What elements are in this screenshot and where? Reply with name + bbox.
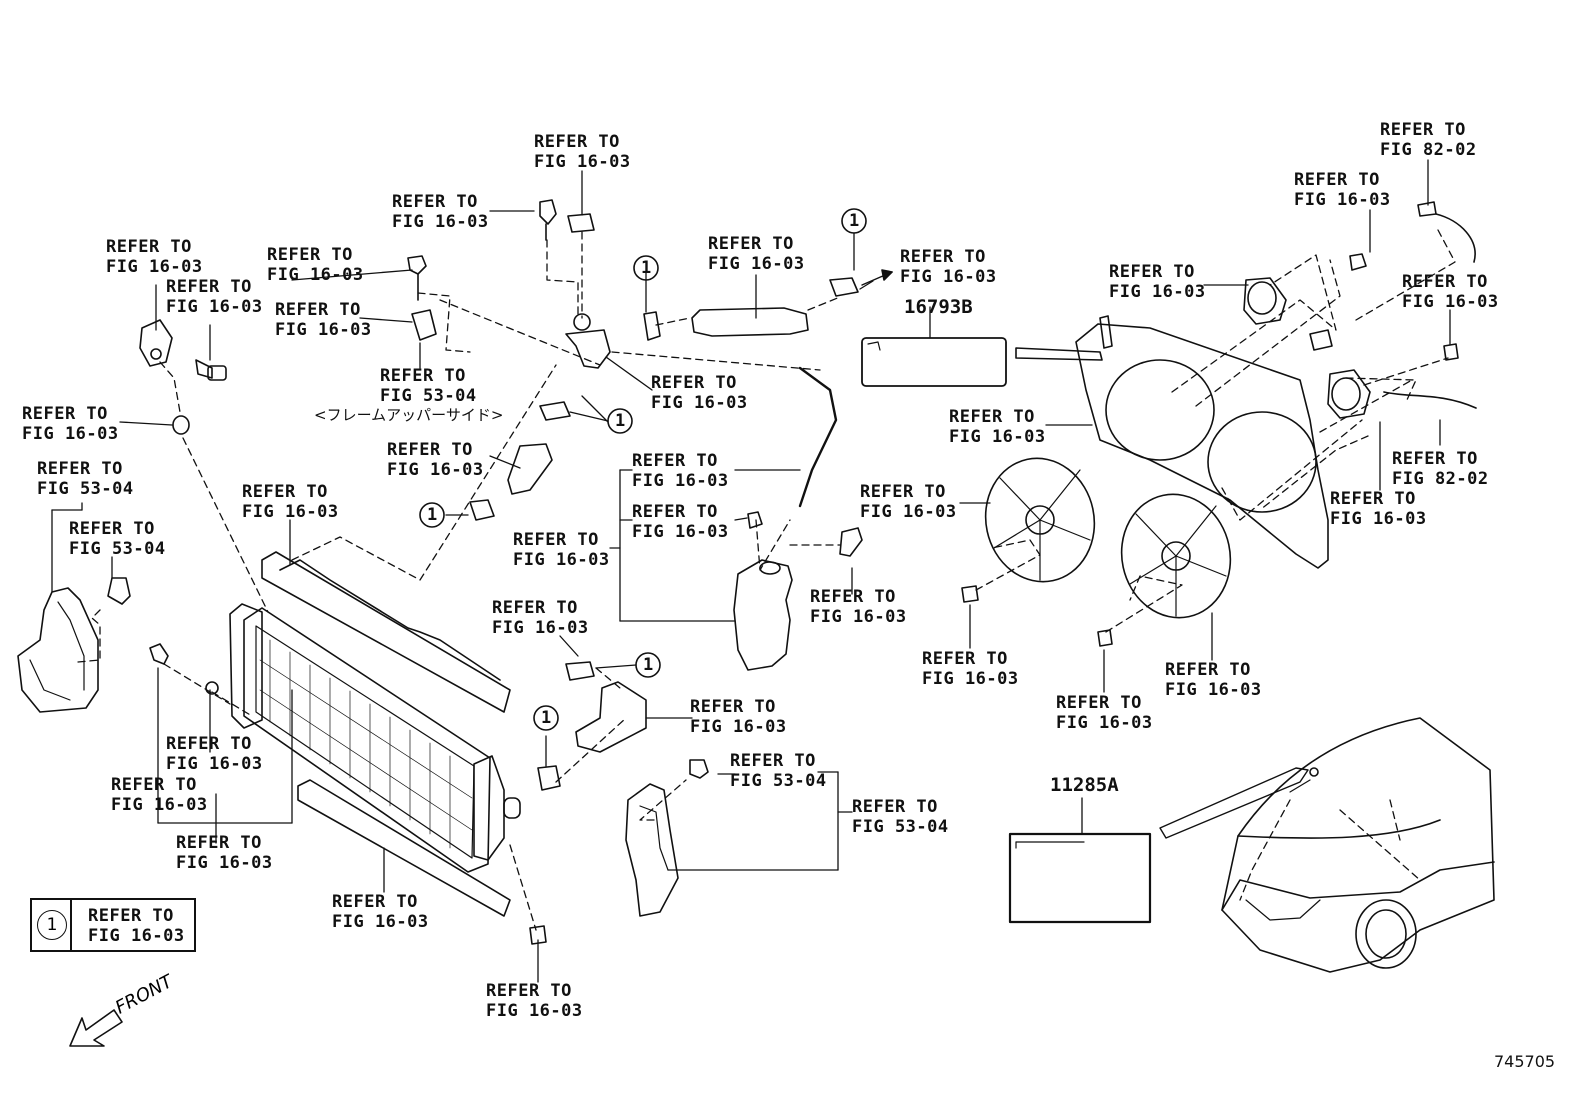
fasteners-left — [107, 255, 547, 945]
reference-label[interactable]: REFER TO FIG 16-03 — [949, 407, 1046, 447]
reference-label[interactable]: REFER TO FIG 16-03 — [492, 598, 589, 638]
reference-label[interactable]: REFER TO FIG 16-03 — [1056, 693, 1153, 733]
reference-label[interactable]: REFER TO FIG 82-02 — [1380, 120, 1477, 160]
vehicle-location-inset — [1159, 717, 1495, 973]
diagram-id: 745705 — [1494, 1052, 1556, 1071]
reference-label[interactable]: REFER TO FIG 82-02 — [1392, 449, 1489, 489]
reference-label[interactable]: REFER TO FIG 16-03 — [1402, 272, 1499, 312]
reference-label[interactable]: REFER TO FIG 53-04 — [380, 366, 477, 406]
fan-blades-left — [984, 457, 1096, 583]
fan-shroud — [1015, 201, 1477, 569]
frame-upper-side-note: <フレームアッパーサイド> — [314, 406, 504, 424]
reference-label[interactable]: REFER TO FIG 16-03 — [176, 833, 273, 873]
arrowhead-icon — [881, 269, 893, 281]
callout-number: 1 — [541, 708, 552, 728]
reference-label[interactable]: REFER TO FIG 16-03 — [810, 587, 907, 627]
reference-label[interactable]: REFER TO FIG 16-03 — [900, 247, 997, 287]
leader-lines — [51, 159, 1451, 983]
reference-label[interactable]: REFER TO FIG 16-03 — [332, 892, 429, 932]
air-guide-right — [625, 783, 679, 917]
reference-label[interactable]: REFER TO FIG 16-03 — [166, 734, 263, 774]
radiator-core — [229, 551, 521, 917]
label-plates — [861, 337, 1152, 924]
hoses-and-cap — [469, 199, 859, 791]
callout-number: 1 — [615, 411, 626, 431]
reference-label[interactable]: REFER TO FIG 16-03 — [632, 502, 729, 542]
reference-label[interactable]: REFER TO FIG 16-03 — [242, 482, 339, 522]
part-number-label-b[interactable]: 11285A — [1050, 774, 1119, 796]
reference-label[interactable]: REFER TO FIG 53-04 — [852, 797, 949, 837]
reference-label[interactable]: REFER TO FIG 16-03 — [651, 373, 748, 413]
air-guide-left — [17, 587, 99, 713]
reference-label[interactable]: REFER TO FIG 53-04 — [37, 459, 134, 499]
legend-box: 1 REFER TO FIG 16-03 — [30, 898, 196, 952]
reference-label[interactable]: REFER TO FIG 16-03 — [708, 234, 805, 274]
reference-label[interactable]: REFER TO FIG 16-03 — [486, 981, 583, 1021]
reservoir-tank — [733, 511, 863, 671]
reference-label[interactable]: REFER TO FIG 16-03 — [860, 482, 957, 522]
fan-bolts — [961, 585, 1113, 647]
reference-label[interactable]: REFER TO FIG 16-03 — [534, 132, 631, 172]
reference-label[interactable]: REFER TO FIG 53-04 — [730, 751, 827, 791]
callout-number: 1 — [641, 258, 652, 278]
reference-label[interactable]: REFER TO FIG 16-03 — [166, 277, 263, 317]
callout-number: 1 — [643, 655, 654, 675]
callout-number: 1 — [427, 505, 438, 525]
reference-label[interactable]: REFER TO FIG 16-03 — [513, 530, 610, 570]
callout-circles — [419, 208, 867, 731]
reference-label[interactable]: REFER TO FIG 16-03 — [1330, 489, 1427, 529]
reference-label[interactable]: REFER TO FIG 16-03 — [392, 192, 489, 232]
legend-callout-number: 1 — [37, 910, 67, 940]
reference-label[interactable]: REFER TO FIG 53-04 — [69, 519, 166, 559]
reference-label[interactable]: REFER TO FIG 16-03 — [690, 697, 787, 737]
reference-label[interactable]: REFER TO FIG 16-03 — [275, 300, 372, 340]
reference-label[interactable]: REFER TO FIG 16-03 — [1294, 170, 1391, 210]
legend-text: REFER TO FIG 16-03 — [88, 906, 185, 946]
reference-label[interactable]: REFER TO FIG 16-03 — [106, 237, 203, 277]
reference-label[interactable]: REFER TO FIG 16-03 — [1109, 262, 1206, 302]
reference-label[interactable]: REFER TO FIG 16-03 — [1165, 660, 1262, 700]
part-number-label-a[interactable]: 16793B — [904, 296, 973, 318]
legend-divider — [70, 900, 72, 950]
reference-label[interactable]: REFER TO FIG 16-03 — [111, 775, 208, 815]
reference-label[interactable]: REFER TO FIG 16-03 — [267, 245, 364, 285]
front-arrow — [69, 1009, 123, 1047]
reference-label[interactable]: REFER TO FIG 16-03 — [922, 649, 1019, 689]
fan-blades-right — [1120, 493, 1232, 619]
callout-number: 1 — [849, 211, 860, 231]
reference-label[interactable]: REFER TO FIG 16-03 — [632, 451, 729, 491]
reference-label[interactable]: REFER TO FIG 16-03 — [387, 440, 484, 480]
reference-label[interactable]: REFER TO FIG 16-03 — [22, 404, 119, 444]
